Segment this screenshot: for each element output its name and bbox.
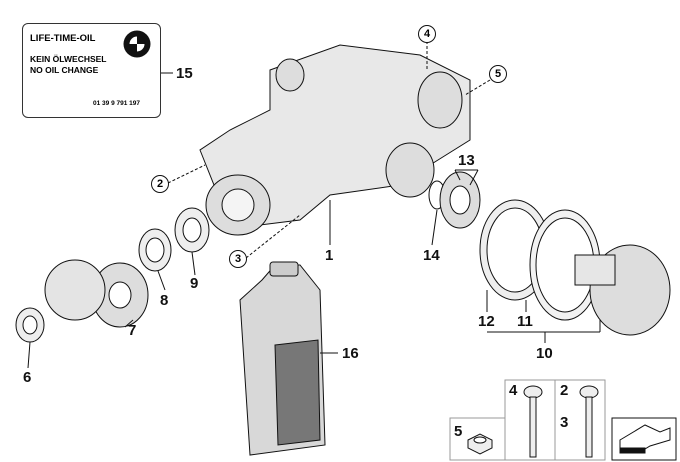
callout-12[interactable]: 12	[478, 313, 495, 330]
part-9-ring-bore	[182, 217, 202, 243]
fastener-3-label: 3	[560, 414, 569, 431]
leader-lines	[27, 41, 601, 369]
callout-7[interactable]: 7	[128, 322, 137, 339]
bolt-4-head-icon	[523, 385, 543, 399]
label-line-de: KEIN ÖLWECHSEL	[30, 54, 107, 64]
part-13-bearing-bore	[449, 185, 471, 215]
label-title: LIFE-TIME-OIL	[30, 33, 96, 44]
part-10-shaft	[574, 254, 616, 286]
housing-mount-right	[417, 71, 463, 129]
part-7-flange-bore	[108, 281, 132, 309]
label-line-en: NO OIL CHANGE	[30, 65, 99, 75]
oil-bottle-label	[274, 339, 321, 446]
bolt-2-3-shank-icon	[585, 396, 593, 458]
callout-3[interactable]: 3	[229, 250, 247, 268]
label-part-code: 01 39 9 791 197	[93, 100, 140, 107]
callout-1[interactable]: 1	[325, 247, 334, 264]
part-8-ring-bore	[145, 237, 165, 263]
fastener-5-label: 5	[454, 423, 463, 440]
housing-flange-bore	[221, 188, 255, 222]
oil-bottle-cap	[269, 261, 299, 277]
callout-2[interactable]: 2	[151, 175, 169, 193]
callout-15[interactable]: 15	[176, 65, 193, 82]
fastener-cell-arrow	[611, 417, 677, 461]
callout-13[interactable]: 13	[458, 152, 475, 169]
callout-4[interactable]: 4	[418, 25, 436, 43]
callout-8[interactable]: 8	[160, 292, 169, 309]
callout-10[interactable]: 10	[536, 345, 553, 362]
fastener-cell-bolt-2-3	[554, 379, 606, 461]
fastener-box	[449, 379, 677, 461]
arrow-shadow-icon	[619, 447, 646, 454]
callout-14[interactable]: 14	[423, 247, 440, 264]
part-6-seal-bore	[22, 315, 38, 335]
callout-6[interactable]: 6	[23, 369, 32, 386]
callout-5[interactable]: 5	[489, 65, 507, 83]
callout-16[interactable]: 16	[342, 345, 359, 362]
part-7-flange-plate	[44, 259, 106, 321]
fastener-4-label: 4	[509, 382, 518, 399]
callout-11[interactable]: 11	[517, 313, 533, 330]
bolt-2-3-head-icon	[579, 385, 599, 399]
lifetime-oil-label: LIFE-TIME-OIL KEIN ÖLWECHSEL NO OIL CHAN…	[22, 23, 161, 118]
callout-9[interactable]: 9	[190, 275, 199, 292]
output-flange-right	[385, 142, 435, 198]
bmw-logo-icon	[123, 30, 151, 58]
bolt-4-shank-icon	[529, 396, 537, 458]
housing-mount-left	[275, 58, 305, 92]
fastener-2-label: 2	[560, 382, 569, 399]
nut-bore-icon	[473, 436, 487, 444]
